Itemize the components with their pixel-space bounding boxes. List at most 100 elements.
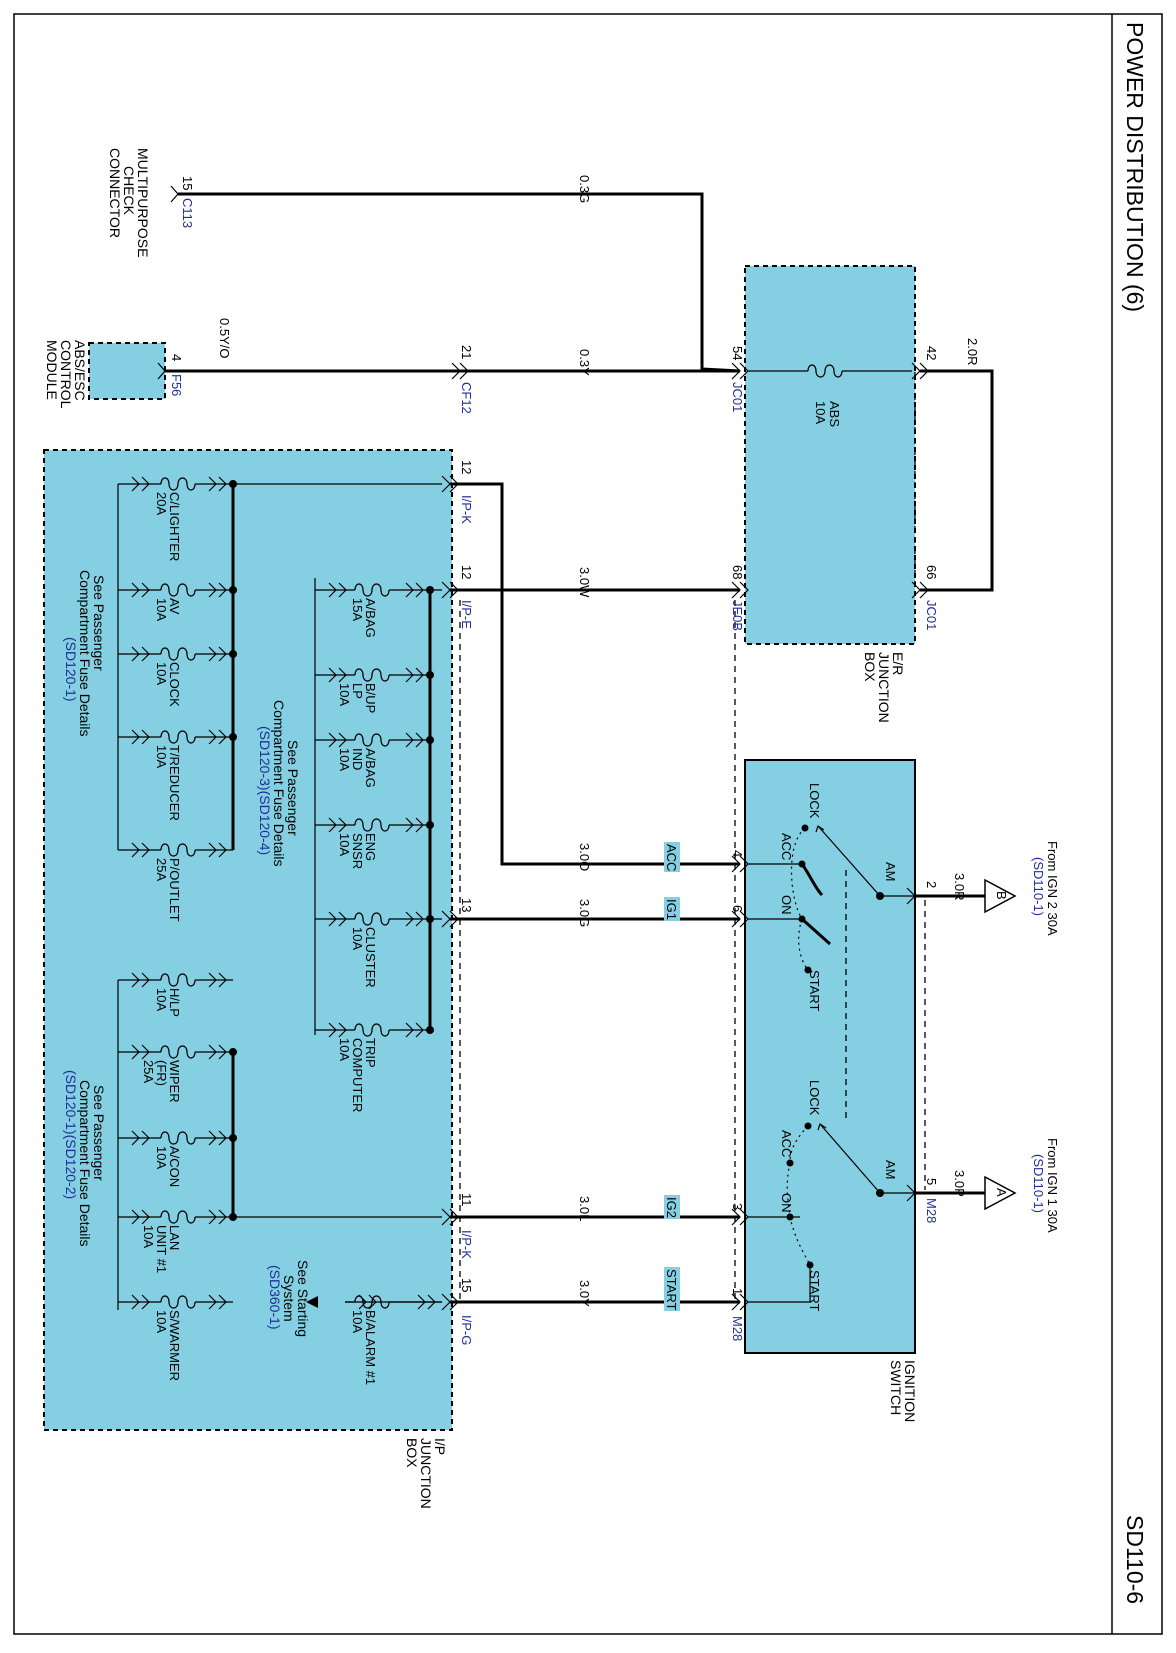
pin-ipk-11: 11 <box>459 1193 474 1207</box>
page-title: POWER DISTRIBUTION (6) <box>1122 22 1148 312</box>
fuse-g2-1-label-0: B/UP <box>363 683 378 713</box>
fuse-g2-3-label-0: ENG <box>363 833 378 861</box>
connector-f56: F56 <box>169 374 184 396</box>
connector-c113: C113 <box>180 198 195 228</box>
page-code: SD110-6 <box>1122 1515 1148 1604</box>
fuse-g2-5-label-1: COMPUTER <box>350 1038 365 1112</box>
note4-line1: See Starting <box>295 1260 311 1337</box>
ip-bus-bars <box>117 483 442 1310</box>
circuit-ig2: IG2 <box>664 1197 679 1218</box>
connector-m28-b: M28 <box>924 1198 939 1223</box>
fuse-g3-0-label-0: H/LP <box>167 988 182 1017</box>
fuse-g3-4-label-0: S/WARMER <box>167 1310 182 1381</box>
label-abs-module-2: CONTROL <box>58 340 74 409</box>
fuse-g1-2-label-0: CLOCK <box>167 662 182 707</box>
fuse-g2-3-fuse <box>315 817 434 833</box>
wire-label-3-0o: 3.0O <box>577 843 592 871</box>
connector-ipk-b: I/P-K <box>459 1230 474 1259</box>
fuse-g2-1-label-1: LP <box>350 683 365 699</box>
wire-label-3-0l: 3.0L <box>577 1196 592 1221</box>
fuse-g1-0-label-0: C/LIGHTER <box>167 492 182 561</box>
label-ignition-switch-2: SWITCH <box>888 1360 904 1415</box>
starting-system-arrow <box>306 1296 318 1308</box>
start-highlight <box>664 1267 680 1311</box>
fuse-g3-4-fuse <box>118 1294 233 1310</box>
fuse-g1-4-label-0: P/OUTLET <box>167 858 182 922</box>
circuit-start: START <box>664 1269 679 1310</box>
fuse-g1-4-fuse <box>118 842 233 858</box>
fuse-g2-4-label-0: CLUSTER <box>363 927 378 988</box>
connector-cf12: CF12 <box>459 382 474 414</box>
pin-jc01-54: 54 <box>730 346 745 360</box>
pos-acc-1: ACC <box>779 833 794 860</box>
fuse-balarm-fuse <box>345 1294 442 1310</box>
wire-label-0-3y: 0.3Y <box>577 349 592 376</box>
fuse-g2-1-fuse <box>315 667 434 683</box>
wire-label-3-0y: 3.0Y <box>577 1280 592 1307</box>
fuse-g1-0-label-1: 20A <box>154 492 169 515</box>
source-a-ref: (SD110-1) <box>1031 1154 1046 1213</box>
fuse-g2-4-fuse <box>315 911 434 927</box>
fuse-g2-0-label-0: A/BAG <box>363 598 378 638</box>
pin-ipk-12: 12 <box>459 460 474 474</box>
pos-acc-2: ACC <box>779 1130 794 1157</box>
pin-je0b: 68 <box>730 565 745 579</box>
fuse-g1-1-fuse <box>118 582 237 598</box>
source-a-text: From IGN 1 30A <box>1045 1138 1060 1233</box>
fuse-g2-2-label-2: 10A <box>337 748 352 771</box>
pin-switch-6: 6 <box>730 905 745 912</box>
wire-label-2-0r: 2.0R <box>965 338 980 365</box>
label-er-box-2: JUNCTION <box>876 652 892 723</box>
pin-switch-3: 3 <box>730 1203 745 1210</box>
fuse-balarm-label-0: B/ALARM #1 <box>363 1310 378 1385</box>
fuse-g3-1-label-2: 25A <box>141 1060 156 1083</box>
fuse-layer <box>118 476 442 1310</box>
abs-fuse <box>748 364 912 378</box>
fuse-balarm-label-1: 10A <box>350 1310 365 1333</box>
pin-c113: 15 <box>180 176 195 190</box>
pos-on-2: ON <box>779 1193 794 1213</box>
label-abs-module-3: MODULE <box>44 340 60 400</box>
note1-line1: See Passenger <box>91 575 107 671</box>
fuse-g1-3-fuse <box>118 729 237 745</box>
wire-0-3g <box>178 192 741 373</box>
connector-marks <box>157 185 929 1311</box>
fuse-g2-3-label-2: 10A <box>337 833 352 856</box>
note3-ref: (SD120-1)(SD120-2) <box>63 1070 79 1199</box>
source-a-label: A <box>994 1188 1009 1197</box>
fuse-g2-5-label-2: 10A <box>337 1038 352 1061</box>
fuse-g3-0-label-1: 10A <box>154 988 169 1011</box>
fuse-g2-1-label-2: 10A <box>337 683 352 706</box>
label-ignition-switch-1: IGNITION <box>902 1360 918 1422</box>
wire-label-3-0p: 3.0P <box>952 1170 967 1197</box>
fuse-g1-1-label-0: AV <box>167 598 182 615</box>
wire-label-3-0r: 3.0R <box>952 873 967 900</box>
fuse-g3-0-fuse <box>118 972 233 988</box>
er-fuse-name: ABS <box>827 401 842 427</box>
source-b-triangle <box>984 878 1017 914</box>
note2-line1: See Passenger <box>285 740 301 836</box>
label-multipurpose-1: MULTIPURPOSE <box>135 148 151 257</box>
fuse-g3-4-label-1: 10A <box>154 1310 169 1333</box>
note1-ref: (SD120-1) <box>63 637 79 702</box>
pos-lock-2: LOCK <box>807 1080 822 1116</box>
fuse-g1-3-label-1: 10A <box>154 745 169 768</box>
fuse-g2-5-label-0: TRIP <box>363 1038 378 1068</box>
source-a-triangle <box>984 1175 1017 1211</box>
note3-line1: See Passenger <box>91 1085 107 1181</box>
label-er-box-3: BOX <box>862 652 878 682</box>
fuse-g2-0-fuse <box>315 582 434 598</box>
fuse-g2-3-label-1: SNSR <box>350 833 365 869</box>
fuse-g3-2-fuse <box>118 1130 237 1146</box>
fuse-g2-0-label-1: 15A <box>350 598 365 621</box>
connector-ipk-a: I/P-K <box>459 495 474 524</box>
fuse-g3-1-label-1: (FR) <box>154 1060 169 1086</box>
pos-am-2: AM <box>883 1160 898 1180</box>
label-ip-box-2: JUNCTION <box>418 1438 434 1509</box>
fuse-g3-3-label-1: UNIT #1 <box>154 1225 169 1273</box>
er-junction-box <box>744 265 916 645</box>
note1-line2: Compartment Fuse Details <box>77 570 93 737</box>
fuse-g2-5-fuse <box>315 1022 434 1038</box>
note4-line2: System <box>281 1275 297 1322</box>
